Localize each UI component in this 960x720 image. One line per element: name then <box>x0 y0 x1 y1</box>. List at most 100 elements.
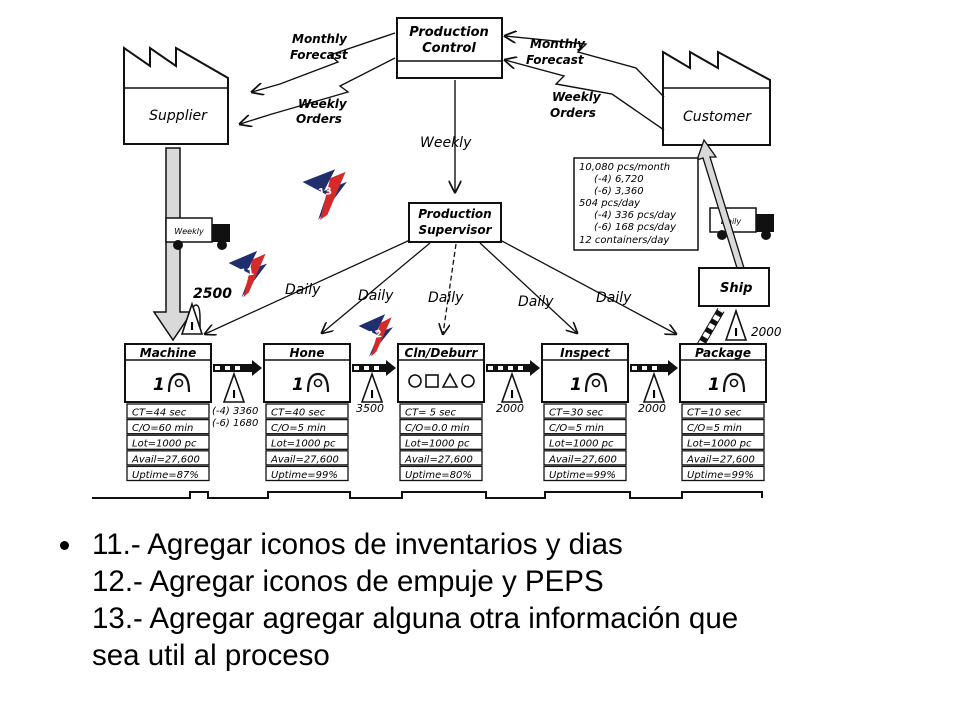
process-data-2-2: Lot=1000 pc <box>405 439 470 450</box>
badge-12-icon: 12 <box>358 314 394 357</box>
right-forecast-2: Forecast <box>526 53 585 67</box>
push-arrow-3 <box>630 360 678 376</box>
operator-head-icon <box>174 378 184 388</box>
process-data-0-4: Uptime=87% <box>132 470 199 481</box>
process-data-1-3: Avail=27,600 <box>270 454 339 465</box>
operator-head-icon <box>313 378 323 388</box>
process-data-3-1: C/O=5 min <box>549 423 604 434</box>
weekly-truck-icon: Weekly <box>165 217 230 250</box>
customer-shipment-arrow <box>695 138 745 269</box>
inventory-value-2: 2000 <box>496 402 524 415</box>
right-forecast-1: Monthly <box>530 37 586 51</box>
left-forecast-2: Forecast <box>290 48 349 62</box>
ship-label: Ship <box>720 281 752 296</box>
ship-inventory-triangle-icon: I <box>724 308 748 341</box>
process-data-4-4: Uptime=99% <box>687 470 754 481</box>
process-data-4-0: CT=10 sec <box>687 408 742 419</box>
process-data-0-1: C/O=60 min <box>132 423 193 434</box>
supplier-label: Supplier <box>149 108 208 124</box>
process-data-3-2: Lot=1000 pc <box>549 439 614 450</box>
customer-factory: Customer <box>662 50 771 146</box>
caption-line-4: sea util al proceso <box>92 639 330 672</box>
process-data-0-0: CT=44 sec <box>132 408 187 419</box>
right-orders-2: Orders <box>550 106 596 120</box>
customer-label: Customer <box>683 109 752 125</box>
demand-line-1: 10,080 pcs/month <box>579 162 670 173</box>
ship-inventory-value: 2000 <box>751 325 782 339</box>
daily-label-1: Daily <box>285 282 321 298</box>
electronic-info-flows <box>240 33 665 131</box>
caption-line-1: 11.- Agregar iconos de inventarios y dia… <box>92 528 623 561</box>
process-name-0: Machine <box>140 346 197 360</box>
supplier-inventory-triangle-icon: I <box>180 301 204 335</box>
process-name-4: Package <box>695 346 751 360</box>
supplier-inventory-value: 2500 <box>193 286 232 302</box>
operator-count-0: 1 <box>153 375 165 395</box>
svg-text:I: I <box>734 326 738 339</box>
operator-icon <box>584 372 608 393</box>
daily-schedule-arrows <box>205 239 676 334</box>
badge-12-number: 12 <box>367 329 382 342</box>
supplier-factory: Supplier <box>123 46 229 145</box>
process-data-0-3: Avail=27,600 <box>131 454 200 465</box>
operator-head-icon <box>729 378 739 388</box>
customer-demand-box: 10,080 pcs/month (-4) 6,720 (-6) 3,360 5… <box>573 157 699 251</box>
supervisor-line2: Supervisor <box>418 223 492 237</box>
badge-13-number: 13 <box>318 186 333 199</box>
demand-line-6: (-6) 168 pcs/day <box>594 222 677 233</box>
triangle-shape-icon <box>441 372 459 388</box>
timeline <box>92 491 763 499</box>
caption-line-2: 12.- Agregar iconos de empuje y PEPS <box>92 565 604 598</box>
operator-count-1: 1 <box>292 375 304 395</box>
process-name-3: Inspect <box>560 346 611 360</box>
process-data-2-4: Uptime=80% <box>405 470 472 481</box>
demand-line-2: (-4) 6,720 <box>594 174 644 185</box>
process-data-2-1: C/O=0.0 min <box>405 423 470 434</box>
ship-box: Ship <box>698 267 770 307</box>
process-data-1-1: C/O=5 min <box>271 423 326 434</box>
svg-text:I: I <box>510 388 514 401</box>
inventory-value-1: 3500 <box>356 402 384 415</box>
daily-label-2: Daily <box>358 288 394 304</box>
process-name-1: Hone <box>290 346 325 360</box>
caption-text: 11.- Agregar iconos de inventarios y dia… <box>92 526 942 674</box>
supplier-inventory-letter: I <box>190 320 194 333</box>
operator-count-3: 1 <box>570 375 582 395</box>
demand-line-5: (-4) 336 pcs/day <box>594 210 677 221</box>
operator-icon <box>306 372 330 393</box>
process-data-1-4: Uptime=99% <box>271 470 338 481</box>
inventory-triangle-0-icon: I(-4) 3360(-6) 1680 <box>212 371 258 429</box>
caption-line-3: 13.- Agregar agregar alguna otra informa… <box>92 602 739 635</box>
supervisor-line1: Production <box>418 207 491 221</box>
operator-icon <box>722 372 746 393</box>
process-data-3-4: Uptime=99% <box>549 470 616 481</box>
badge-11-number: 11 <box>239 267 254 280</box>
truck-left-label: Weekly <box>174 227 204 236</box>
process-data-1-0: CT=40 sec <box>271 408 326 419</box>
daily-label-3: Daily <box>428 290 464 306</box>
package-to-ship-push-arrow <box>696 307 725 349</box>
inventory-value-3: 2000 <box>638 402 666 415</box>
push-arrow-2 <box>486 360 540 376</box>
process-data-3-0: CT=30 sec <box>549 408 604 419</box>
left-orders-1: Weekly <box>298 97 348 111</box>
operator-count-4: 1 <box>708 375 720 395</box>
production-control-line1: Production <box>409 25 489 40</box>
left-orders-2: Orders <box>296 112 342 126</box>
weekly-schedule-label: Weekly <box>420 135 472 151</box>
push-arrow-1 <box>352 360 396 376</box>
production-control-box: Production Control <box>396 17 503 79</box>
svg-text:I: I <box>370 388 374 401</box>
badge-13-icon: 13 <box>302 169 347 221</box>
square-shape-icon <box>425 374 439 388</box>
caption-bullet <box>60 541 69 550</box>
left-forecast-1: Monthly <box>292 32 348 46</box>
production-control-line2: Control <box>422 41 476 56</box>
